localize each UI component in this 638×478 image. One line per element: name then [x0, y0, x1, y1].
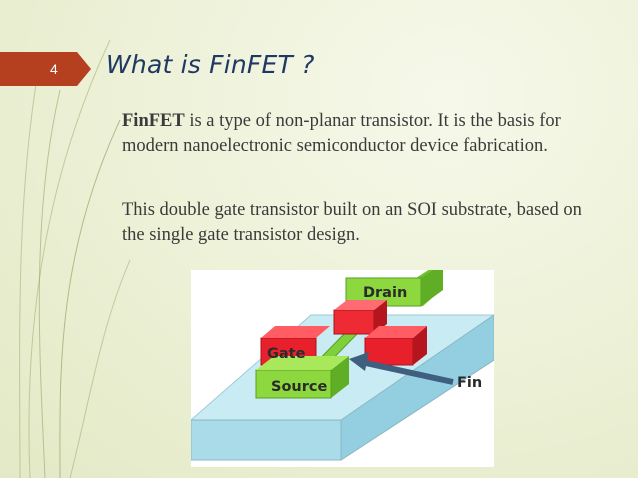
- fin-arrow-shaft: [360, 359, 454, 385]
- slide-number-badge: 4: [0, 52, 91, 86]
- slide-number: 4: [50, 61, 58, 77]
- fin-arrow-head: [349, 352, 369, 371]
- gate-block-back: [333, 309, 375, 335]
- substrate-side: [340, 314, 494, 461]
- term-finfet: FinFET: [122, 111, 185, 131]
- label-drain: Drain: [363, 285, 407, 301]
- label-source: Source: [271, 379, 327, 395]
- label-fin: Fin: [457, 375, 482, 391]
- finfet-diagram: Drain Gate Source Fin: [191, 270, 494, 467]
- paragraph-description: This double gate transistor built on an …: [122, 200, 582, 245]
- gate-block-right: [364, 337, 414, 366]
- definition-text: is a type of non-planar transistor. It i…: [122, 111, 561, 156]
- label-gate: Gate: [267, 346, 306, 362]
- substrate-front: [191, 419, 342, 461]
- slide-title: What is FinFET ?: [106, 50, 315, 79]
- paragraph-definition: FinFET is a type of non-planar transisto…: [122, 109, 592, 159]
